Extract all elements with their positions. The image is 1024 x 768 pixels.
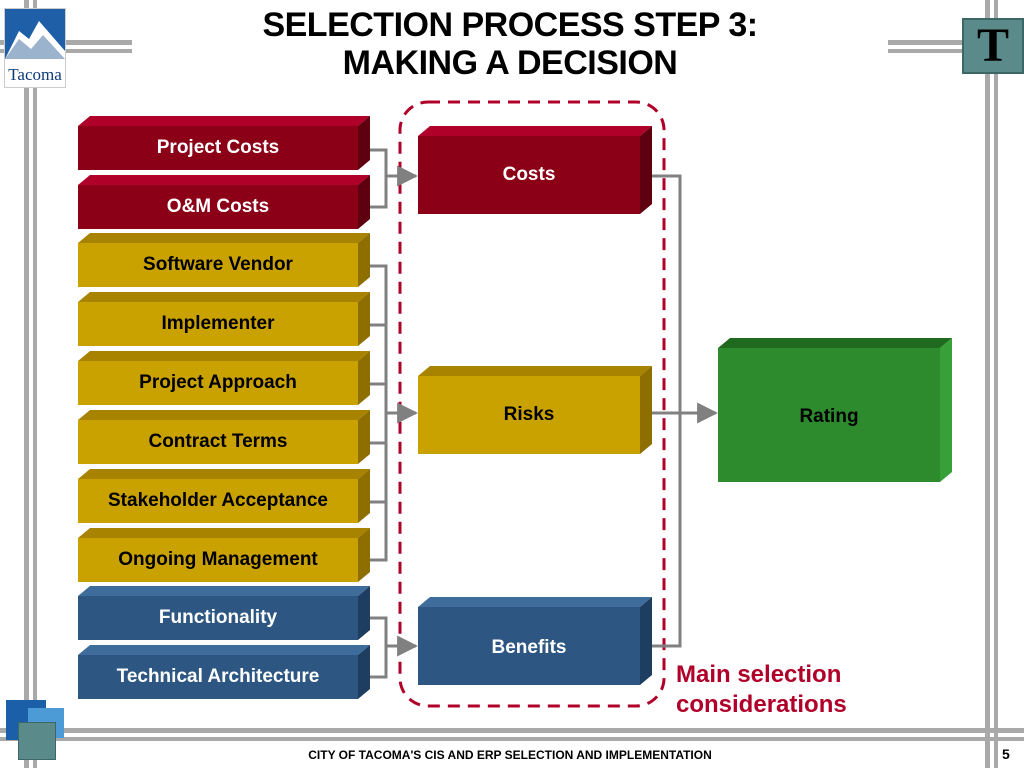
consideration-risks: Risks: [418, 366, 652, 454]
input-project-approach: Project Approach: [78, 351, 370, 405]
mountain-icon: [5, 9, 65, 59]
input-functionality: Functionality: [78, 586, 370, 640]
frame-rail-bottom-2: [0, 737, 1024, 741]
input-implementer: Implementer: [78, 292, 370, 346]
frame-rail-top-left: [0, 40, 132, 45]
logo-text: Tacoma: [8, 65, 62, 84]
note-line-1: Main selection: [676, 661, 842, 688]
input-project-costs: Project Costs: [78, 116, 370, 170]
consideration-benefits: Benefits: [418, 597, 652, 685]
note-line-2: considerations: [676, 691, 847, 718]
title-line-1: SELECTION PROCESS STEP 3:: [262, 6, 758, 44]
input-om-costs: O&M Costs: [78, 175, 370, 229]
tacoma-logo: Tacoma: [4, 8, 66, 88]
main-selection-note: Main selection considerations: [676, 660, 847, 720]
input-contract-terms: Contract Terms: [78, 410, 370, 464]
page-title: SELECTION PROCESS STEP 3: MAKING A DECIS…: [200, 6, 820, 82]
footer-text: CITY OF TACOMA'S CIS AND ERP SELECTION A…: [308, 748, 712, 762]
frame-rail-right-outer: [985, 0, 990, 768]
input-stakeholder-acceptance: Stakeholder Acceptance: [78, 469, 370, 523]
frame-rail-top-right-2: [888, 49, 1024, 53]
page-number: 5: [1002, 746, 1010, 762]
frame-rail-bottom: [0, 728, 1024, 733]
input-software-vendor: Software Vendor: [78, 233, 370, 287]
frame-rail-left-inner: [33, 0, 37, 768]
t-badge: T: [962, 18, 1024, 74]
input-technical-architecture: Technical Architecture: [78, 645, 370, 699]
frame-rail-top-left-2: [0, 49, 132, 53]
title-line-2: MAKING A DECISION: [342, 44, 678, 82]
corner-squares-icon: [6, 700, 70, 762]
badge-letter: T: [976, 19, 1009, 72]
frame-rail-top-right: [888, 40, 1024, 45]
consideration-costs: Costs: [418, 126, 652, 214]
input-ongoing-management: Ongoing Management: [78, 528, 370, 582]
output-rating: Rating: [718, 338, 952, 482]
frame-rail-right-inner: [994, 0, 998, 768]
frame-rail-left-outer: [24, 0, 29, 768]
